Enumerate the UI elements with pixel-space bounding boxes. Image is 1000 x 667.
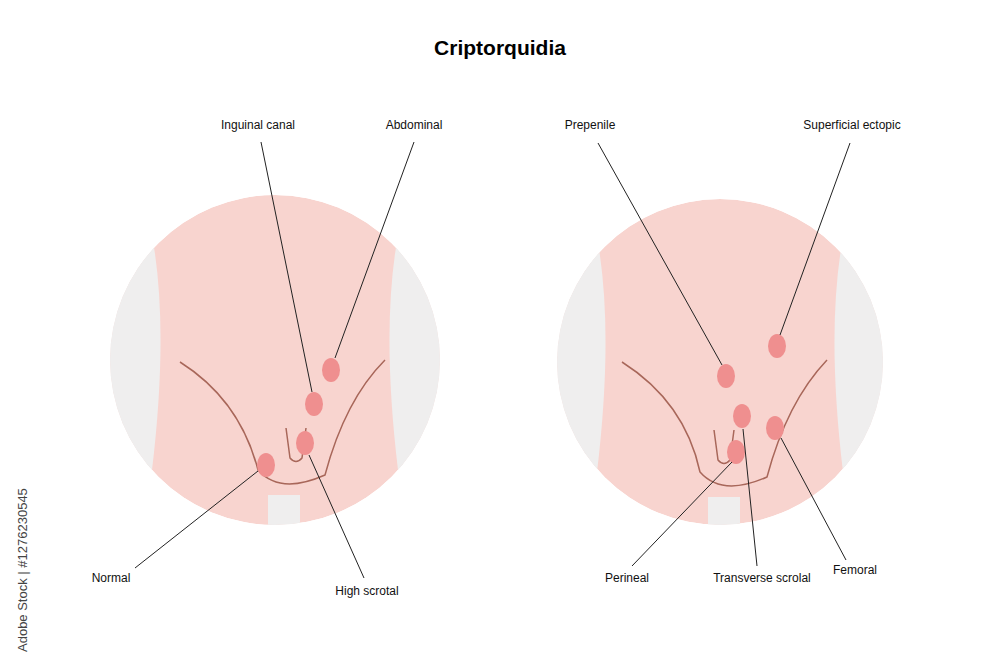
part-label: Abdominal: [386, 118, 443, 132]
testis-inguinal: [305, 392, 323, 416]
leader-line: [632, 462, 732, 566]
testis-perineal: [727, 440, 745, 464]
diagram-title: Criptorquidia: [434, 36, 566, 60]
part-label: High scrotal: [335, 584, 398, 598]
testes-right: [717, 334, 786, 464]
pelvis-figure-right: [555, 199, 885, 532]
leader-lines: [135, 142, 850, 578]
leader-line: [780, 143, 850, 335]
leader-line: [335, 142, 414, 358]
testis-abdominal: [322, 358, 340, 382]
left-thigh: [110, 225, 161, 470]
part-label: Superficial ectopic: [803, 118, 900, 132]
part-label: Prepenile: [565, 118, 616, 132]
leader-line: [309, 455, 364, 578]
leader-line: [135, 471, 258, 568]
leader-line: [598, 143, 722, 365]
testis-high-scrotal: [296, 431, 314, 455]
testis-prepenile: [717, 364, 735, 388]
right-thigh: [389, 225, 440, 470]
leader-line: [781, 438, 846, 560]
part-label: Femoral: [833, 563, 877, 577]
part-label: Normal: [92, 571, 131, 585]
right-thigh: [834, 227, 885, 472]
circle-ground: [110, 195, 440, 525]
pelvis-figure-left: [110, 195, 440, 530]
leader-line: [261, 142, 312, 392]
testis-femoral: [766, 416, 784, 440]
left-thigh: [555, 227, 606, 472]
part-label: Transverse scrolal: [713, 571, 811, 585]
part-label: Perineal: [605, 571, 649, 585]
testis-normal: [257, 453, 275, 477]
leg-gap: [708, 497, 740, 532]
testis-transverse-scrotal: [733, 404, 751, 428]
leg-gap: [268, 495, 300, 530]
groin-line: [180, 360, 385, 484]
leader-line: [743, 429, 757, 566]
testis-superficial-ectopic: [768, 334, 786, 358]
testes-left: [257, 358, 340, 477]
part-label: Inguinal canal: [221, 118, 295, 132]
watermark-text: Adobe Stock | #1276230545: [15, 488, 30, 652]
